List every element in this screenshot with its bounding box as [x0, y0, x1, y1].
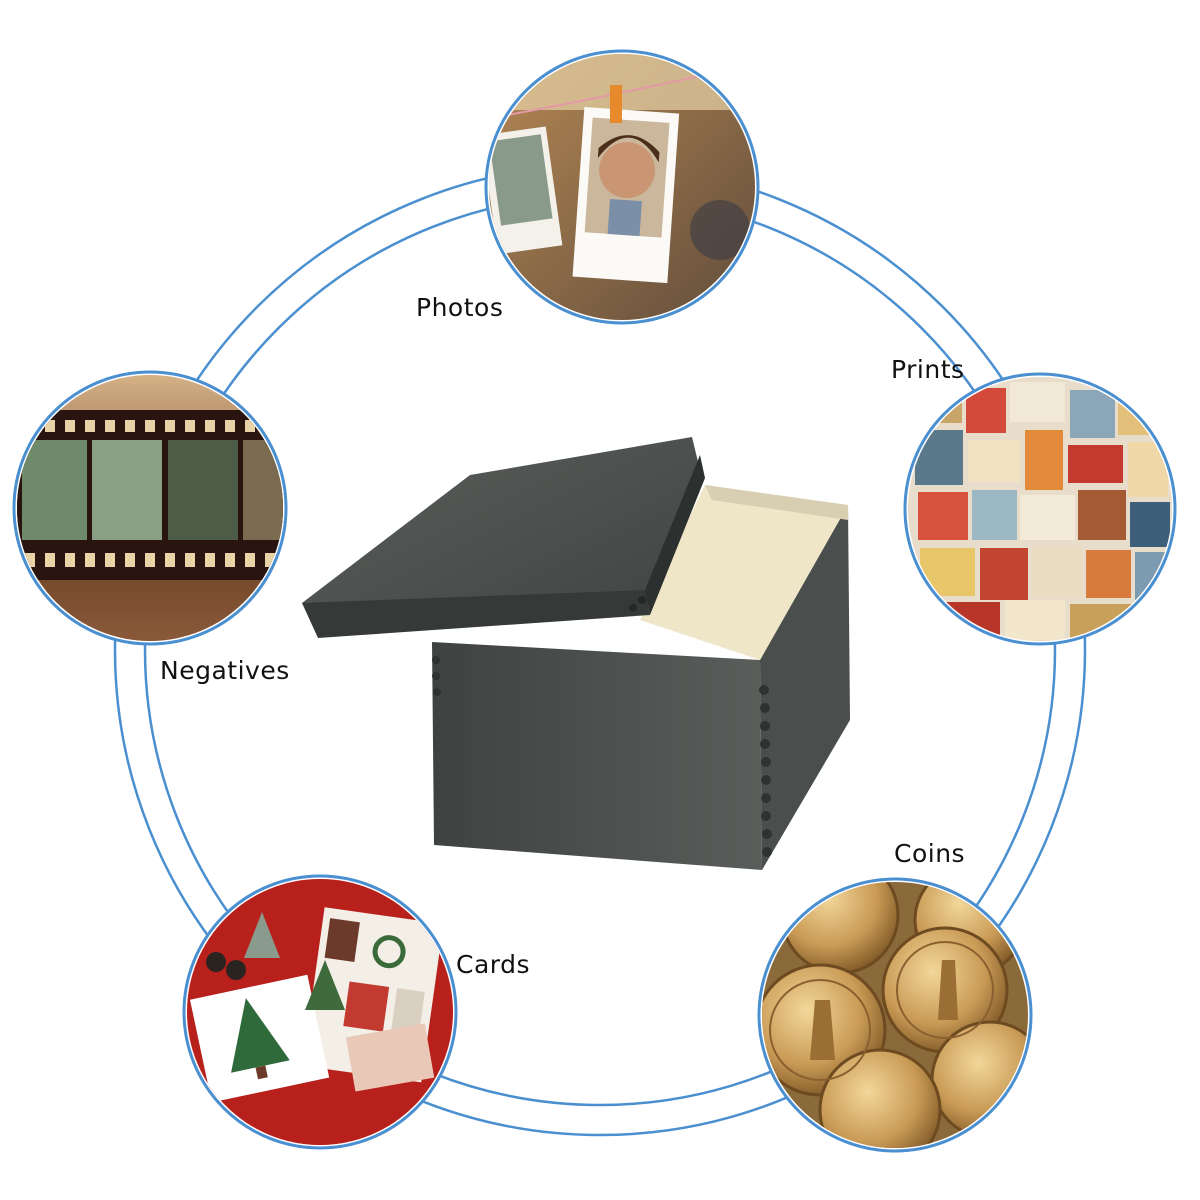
- negatives-thumbnail: [12, 370, 288, 646]
- negatives-label: Negatives: [160, 656, 290, 685]
- photos-thumbnail: [484, 49, 760, 325]
- coins-label: Coins: [894, 839, 966, 868]
- cards-label: Cards: [456, 950, 531, 979]
- cards-thumbnail: [182, 874, 458, 1150]
- coins-thumbnail: [757, 877, 1033, 1153]
- archival-storage-box: [302, 437, 850, 870]
- prints-thumbnail: [903, 372, 1177, 646]
- photos-label: Photos: [416, 293, 504, 322]
- prints-label: Prints: [891, 355, 965, 384]
